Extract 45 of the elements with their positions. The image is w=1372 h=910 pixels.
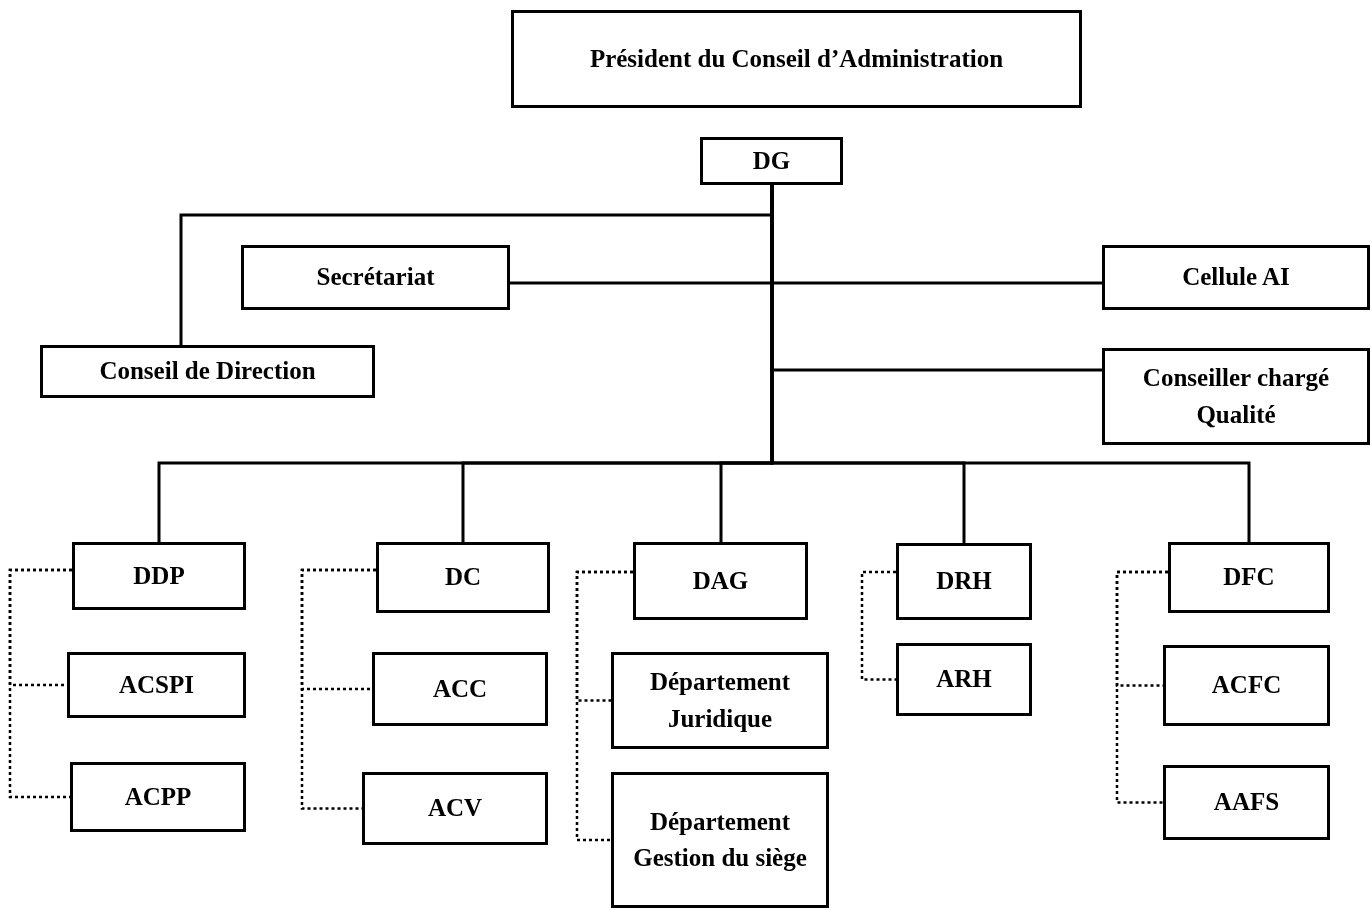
org-box <box>241 245 510 310</box>
box-label: DRH <box>936 566 992 597</box>
org-box <box>896 643 1032 716</box>
box-label: DAG <box>692 565 749 596</box>
box-label: AAFS <box>1213 787 1280 818</box>
org-box <box>511 10 1082 108</box>
org-box <box>633 542 808 620</box>
box-label: ACSPI <box>119 669 194 700</box>
org-box <box>1102 245 1370 310</box>
box-label: Cellule AI <box>1182 262 1290 293</box>
box-label: Conseiller chargé Qualité <box>1141 363 1331 430</box>
org-box <box>896 543 1032 620</box>
org-box <box>40 345 375 398</box>
box-label: DDP <box>133 560 185 591</box>
box-label: DFC <box>1223 562 1275 593</box>
dotted-connector <box>575 570 633 842</box>
org-box <box>1163 765 1330 840</box>
org-box <box>611 772 829 908</box>
box-label: Président du Conseil d’Administration <box>589 43 1004 74</box>
dotted-connector <box>1115 570 1168 804</box>
box-label: DC <box>444 562 482 593</box>
box-label: Conseil de Direction <box>99 356 316 387</box>
box-label: Département Gestion du siège <box>632 806 808 873</box>
dotted-connector <box>8 568 72 799</box>
dotted-connector <box>300 568 376 810</box>
box-label: ACPP <box>124 781 192 812</box>
box-label: Secrétariat <box>316 262 435 293</box>
dotted-connector <box>860 570 896 681</box>
org-box <box>372 652 548 726</box>
box-label: ACC <box>432 673 488 704</box>
org-box <box>70 762 246 832</box>
org-box <box>67 652 246 718</box>
box-label: ACFC <box>1211 670 1282 701</box>
org-box <box>72 542 246 610</box>
org-box <box>611 652 829 749</box>
box-label: DG <box>752 145 791 176</box>
box-label: ACV <box>427 793 483 824</box>
org-box <box>1168 542 1330 613</box>
box-label: Département Juridique <box>648 667 792 734</box>
org-box <box>1163 645 1330 726</box>
org-box <box>1102 348 1370 445</box>
org-box <box>376 542 550 613</box>
org-box <box>362 772 548 845</box>
box-label: ARH <box>936 664 992 695</box>
org-box <box>700 137 843 185</box>
